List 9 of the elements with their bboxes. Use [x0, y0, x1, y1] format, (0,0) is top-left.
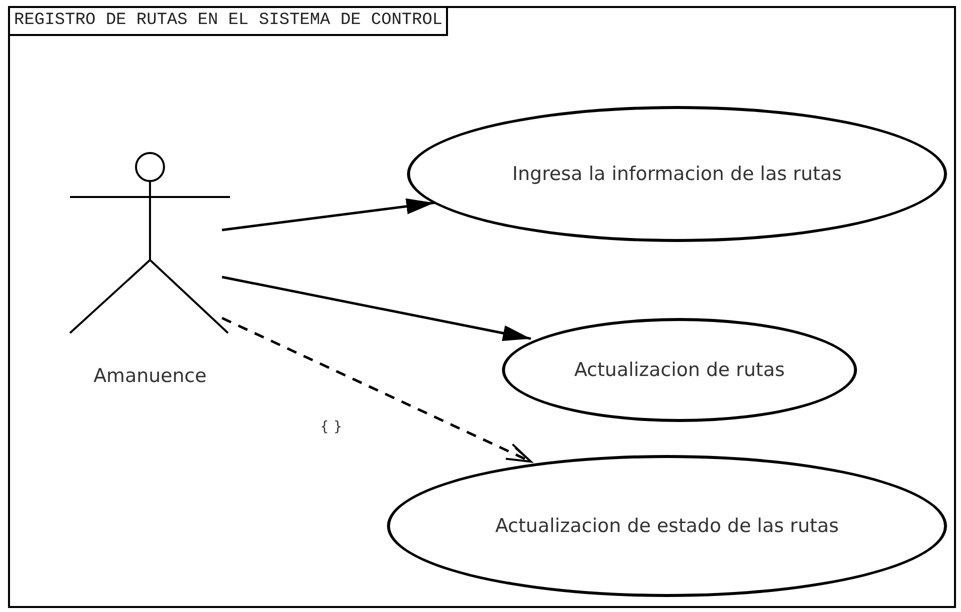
- use-case-label: Actualizacion de estado de las rutas: [495, 514, 839, 539]
- use-case-label: Ingresa la informacion de las rutas: [512, 162, 842, 187]
- system-boundary: [8, 6, 956, 608]
- arrow: [222, 198, 434, 232]
- dashed-arrow: [221, 316, 532, 463]
- arrow: [222, 276, 532, 342]
- actor-label: Amanuence: [92, 364, 208, 389]
- use-case-label: Actualizacion de rutas: [574, 358, 785, 383]
- boundary-title: REGISTRO DE RUTAS EN EL SISTEMA DE CONTROL: [8, 6, 448, 36]
